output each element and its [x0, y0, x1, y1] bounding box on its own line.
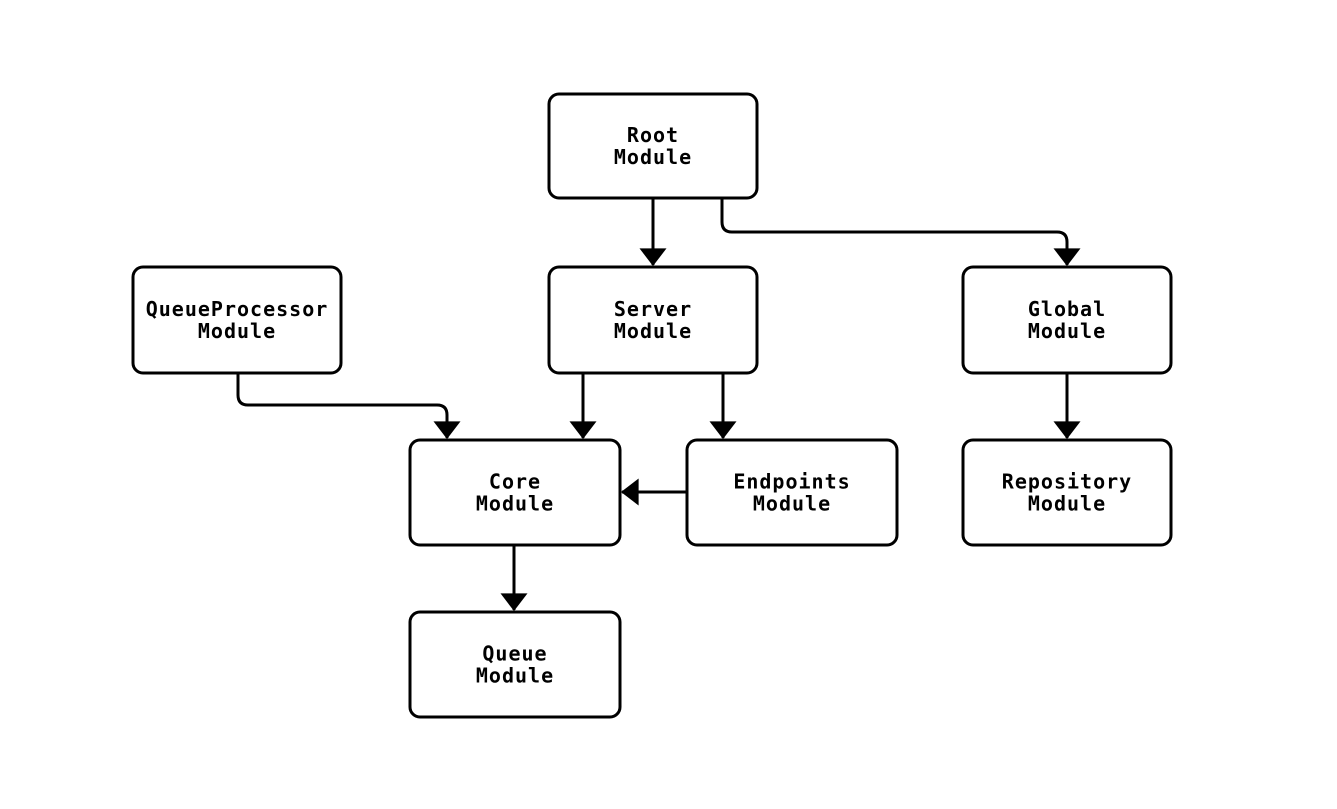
node-repository-module-label-line2: Module: [1028, 492, 1106, 516]
node-endpoints-module-box: [685, 438, 899, 547]
nodes-layer: RootModuleQueueProcessorModuleServerModu…: [131, 92, 1173, 719]
edge-queueprocessor-module-to-core-module: [236, 373, 461, 440]
node-repository-module-box: [961, 438, 1173, 547]
node-server-module-box: [547, 265, 759, 375]
node-core-module-box: [408, 438, 622, 547]
node-server-module-label-line1: Server: [614, 297, 692, 321]
node-root-module-box: [547, 92, 759, 200]
node-queueprocessor-module-label-line1: QueueProcessor: [146, 297, 329, 321]
edge-root-module-to-global-module: [720, 198, 1081, 267]
node-global-module-box: [961, 265, 1173, 375]
node-root-module-label-line2: Module: [614, 145, 692, 169]
node-queue-module-label-line2: Module: [476, 664, 554, 688]
node-queue-module-label-line1: Queue: [482, 642, 547, 666]
edges-layer: [236, 198, 1081, 612]
node-core-module-label-line1: Core: [489, 470, 541, 494]
node-server-module-label-line2: Module: [614, 319, 692, 343]
node-repository-module-label-line1: Repository: [1002, 470, 1132, 494]
node-root-module-label-line1: Root: [627, 123, 679, 147]
node-endpoints-module-label-line1: Endpoints: [733, 470, 850, 494]
node-queue-module-box: [408, 610, 622, 719]
node-global-module-label-line1: Global: [1028, 297, 1106, 321]
node-global-module-label-line2: Module: [1028, 319, 1106, 343]
node-core-module-label-line2: Module: [476, 492, 554, 516]
node-queueprocessor-module-label-line2: Module: [198, 319, 276, 343]
node-queueprocessor-module-box: [131, 265, 343, 375]
node-endpoints-module-label-line2: Module: [753, 492, 831, 516]
